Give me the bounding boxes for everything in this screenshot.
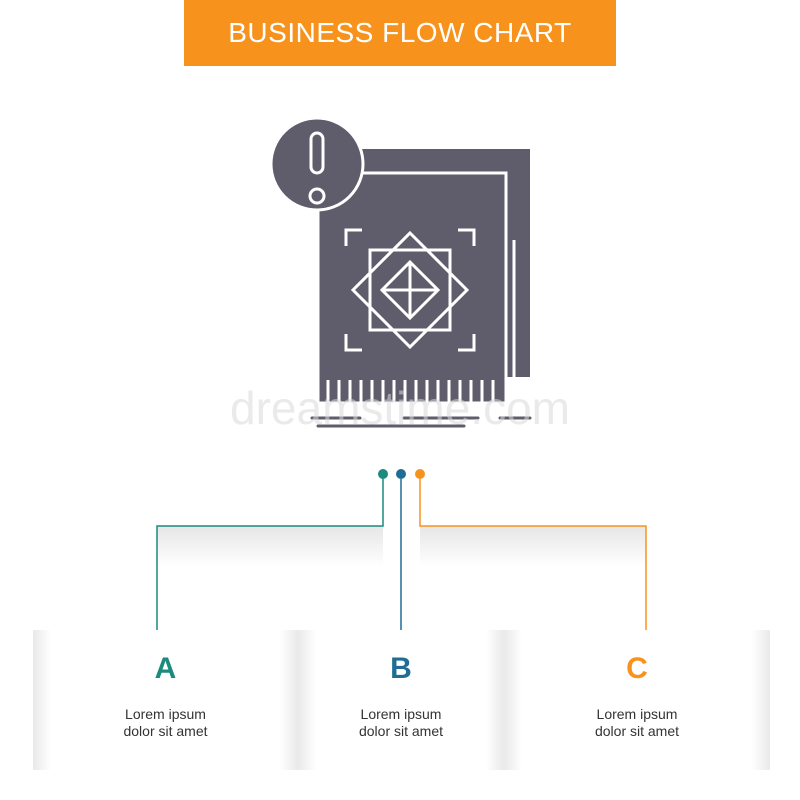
data-structure-warning-icon [269,116,532,428]
step-text-a: Lorem ipsum dolor sit amet [33,706,298,740]
connector-dot-a [378,469,388,479]
icon-underlines [310,416,532,428]
watermark: dreamstime.com [230,382,570,434]
step-letter-a: A [154,652,177,685]
branch-shade-a [157,526,383,566]
step-letter-c: C [626,652,648,685]
connector-line-c [419,479,647,637]
step-card-c: C Lorem ipsum dolor sit amet [504,630,770,770]
step-text-line1: Lorem ipsum [596,706,678,722]
connector-dot-c [415,469,425,479]
step-text-line1: Lorem ipsum [125,706,206,722]
step-text-c: Lorem ipsum dolor sit amet [504,706,770,740]
step-text-line1: Lorem ipsum [360,706,442,722]
focus-brackets [344,228,476,352]
title-banner: BUSINESS FLOW CHART [184,0,616,66]
connector-dot-b [396,469,406,479]
step-text-b: Lorem ipsum dolor sit amet [298,706,504,740]
page-fringe [326,380,495,403]
diamond-structure [350,230,470,350]
step-letter-b: B [390,652,412,685]
branch-shade-c [420,526,646,566]
page-title: BUSINESS FLOW CHART [228,17,572,48]
step-text-line2: dolor sit amet [123,723,208,739]
connector-line-a [156,479,384,637]
step-text-line2: dolor sit amet [358,723,444,739]
warning-circle [269,116,365,212]
step-card-b: B Lorem ipsum dolor sit amet [298,630,504,770]
step-card-a: A Lorem ipsum dolor sit amet [33,630,298,770]
front-page-shape [316,171,508,405]
step-text-line2: dolor sit amet [594,723,680,739]
exclamation-bar [309,131,325,175]
exclamation-dot [308,187,326,205]
